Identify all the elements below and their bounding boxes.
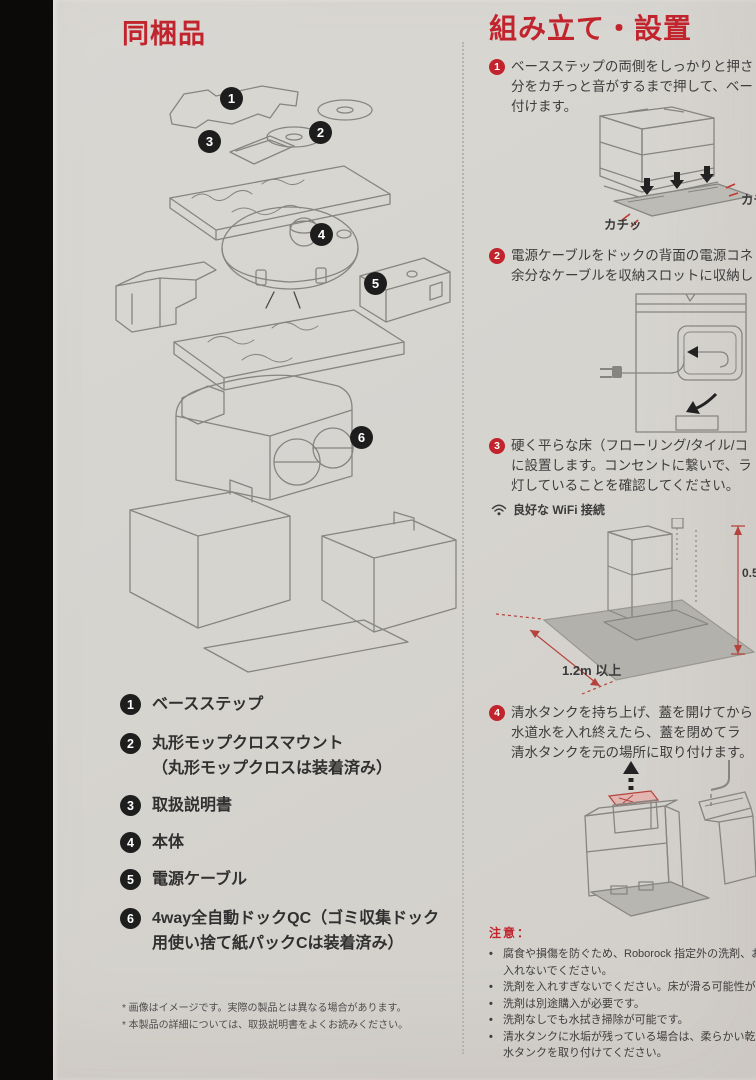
section-title-included-items: 同梱品 [122,19,206,49]
list-item: 3 取扱説明書 [120,793,490,818]
step-1: 1 ベースステップの両側をしっかりと押さ 分をカチっと音がするまで押して、ベー … [489,57,753,117]
item-label: ベースステップ [152,696,264,713]
item-number-badge: 4 [120,832,141,853]
footnote-line: * 本製品の詳細については、取扱説明書をよくお読みください。 [122,1020,409,1031]
list-item: 6 4way全自動ドックQC（ゴミ収集ドック 用使い捨て紙パックCは装着済み） [120,906,490,956]
step-text: 清水タンクを持ち上げ、蓋を開けてから 水道水を入れ終えたら、蓋を閉めてラ 清水タ… [511,705,754,760]
list-item: 2 丸形モップクロスマウント （丸形モップクロスは装着済み） [120,731,490,781]
click-label: カチッ [604,218,642,232]
notice-item: • 洗剤なしでも水拭き掃除が可能です。 [489,1014,689,1026]
callout-2: 2 [309,121,332,144]
list-item: 5 電源ケーブル [120,867,490,892]
notice-item: • 洗剤は別途購入が必要です。 [489,997,645,1010]
item-label: 4way全自動ドックQC（ゴミ収集ドック 用使い捨て紙パックCは装着済み） [152,910,440,952]
step-3-placement-diagram [495,518,756,695]
notice-section: 注意： • 腐食や損傷を防ぐため、Roborock 指定外の洗剤、お入れないでく… [489,924,756,1062]
notice-item: • 洗剤を入れすぎないでください。床が滑る可能性が [489,981,756,993]
item-number-badge: 2 [120,733,141,754]
wifi-note: 良好な WiFi 接続 [491,501,605,518]
step-number-badge: 1 [489,59,505,75]
footnotes: * 画像はイメージです。実際の製品とは異なる場合があります。 * 本製品の詳細に… [122,1000,408,1034]
item-number-badge: 5 [120,869,141,890]
step-number-badge: 4 [489,705,505,721]
step-4-water-tank-diagram [584,760,756,917]
step-text: ベースステップの両側をしっかりと押さ 分をカチっと音がするまで押して、ベー 付け… [511,59,754,114]
item-label: 取扱説明書 [152,797,233,814]
step-text: 硬く平らな床（フローリング/タイル/コ に設置します。コンセントに繋いで、ラ 灯… [511,438,752,493]
step-number-badge: 3 [489,438,505,454]
step-text: 電源ケーブルをドックの背面の電源コネ 余分なケーブルを収納スロットに収納し [511,248,754,283]
wifi-note-text: 良好な WiFi 接続 [513,503,605,517]
notice-item: • 腐食や損傷を防ぐため、Roborock 指定外の洗剤、お入れないでください。 [489,948,756,977]
callout-3: 3 [198,130,221,153]
step-3: 3 硬く平らな床（フローリング/タイル/コ に設置します。コンセントに繋いで、ラ… [489,436,752,496]
column-divider [462,42,464,1054]
callout-5: 5 [364,272,387,295]
included-items-list: 1 ベースステップ 2 丸形モップクロスマウント （丸形モップクロスは装着済み）… [120,692,490,968]
step-1-dock-basestep-diagram [599,106,753,228]
list-item: 1 ベースステップ [120,692,490,717]
clearance-width-label: 1.2m 以上 [562,663,622,678]
item-number-badge: 6 [120,908,141,929]
exploded-packaging-diagram [115,85,457,673]
callout-1: 1 [220,87,243,110]
step-2-cable-slot-diagram [600,293,747,433]
photo-black-edge [0,0,53,1080]
callout-4: 4 [310,223,333,246]
item-label: 電源ケーブル [152,871,248,888]
item-label: 本体 [152,834,185,851]
list-item: 4 本体 [120,830,490,855]
section-title-assembly-setup: 組み立て・設置 [489,13,693,44]
notice-title: 注意： [489,926,532,940]
clearance-height-label: 0.5 [742,566,756,580]
footnote-line: * 画像はイメージです。実際の製品とは異なる場合があります。 [122,1003,407,1014]
wifi-icon [491,504,507,516]
item-label: 丸形モップクロスマウント （丸形モップクロスは装着済み） [152,735,393,777]
notice-item: • 清水タンクに水垢が残っている場合は、柔らかい乾水タンクを取り付けてください。 [489,1030,756,1060]
item-number-badge: 3 [120,795,141,816]
click-label-cut: カチ [741,193,756,207]
callout-6: 6 [350,426,373,449]
step-2: 2 電源ケーブルをドックの背面の電源コネ 余分なケーブルを収納スロットに収納し [489,246,753,286]
step-number-badge: 2 [489,248,505,264]
step-4: 4 清水タンクを持ち上げ、蓋を開けてから 水道水を入れ終えたら、蓋を閉めてラ 清… [489,703,753,763]
item-number-badge: 1 [120,694,141,715]
